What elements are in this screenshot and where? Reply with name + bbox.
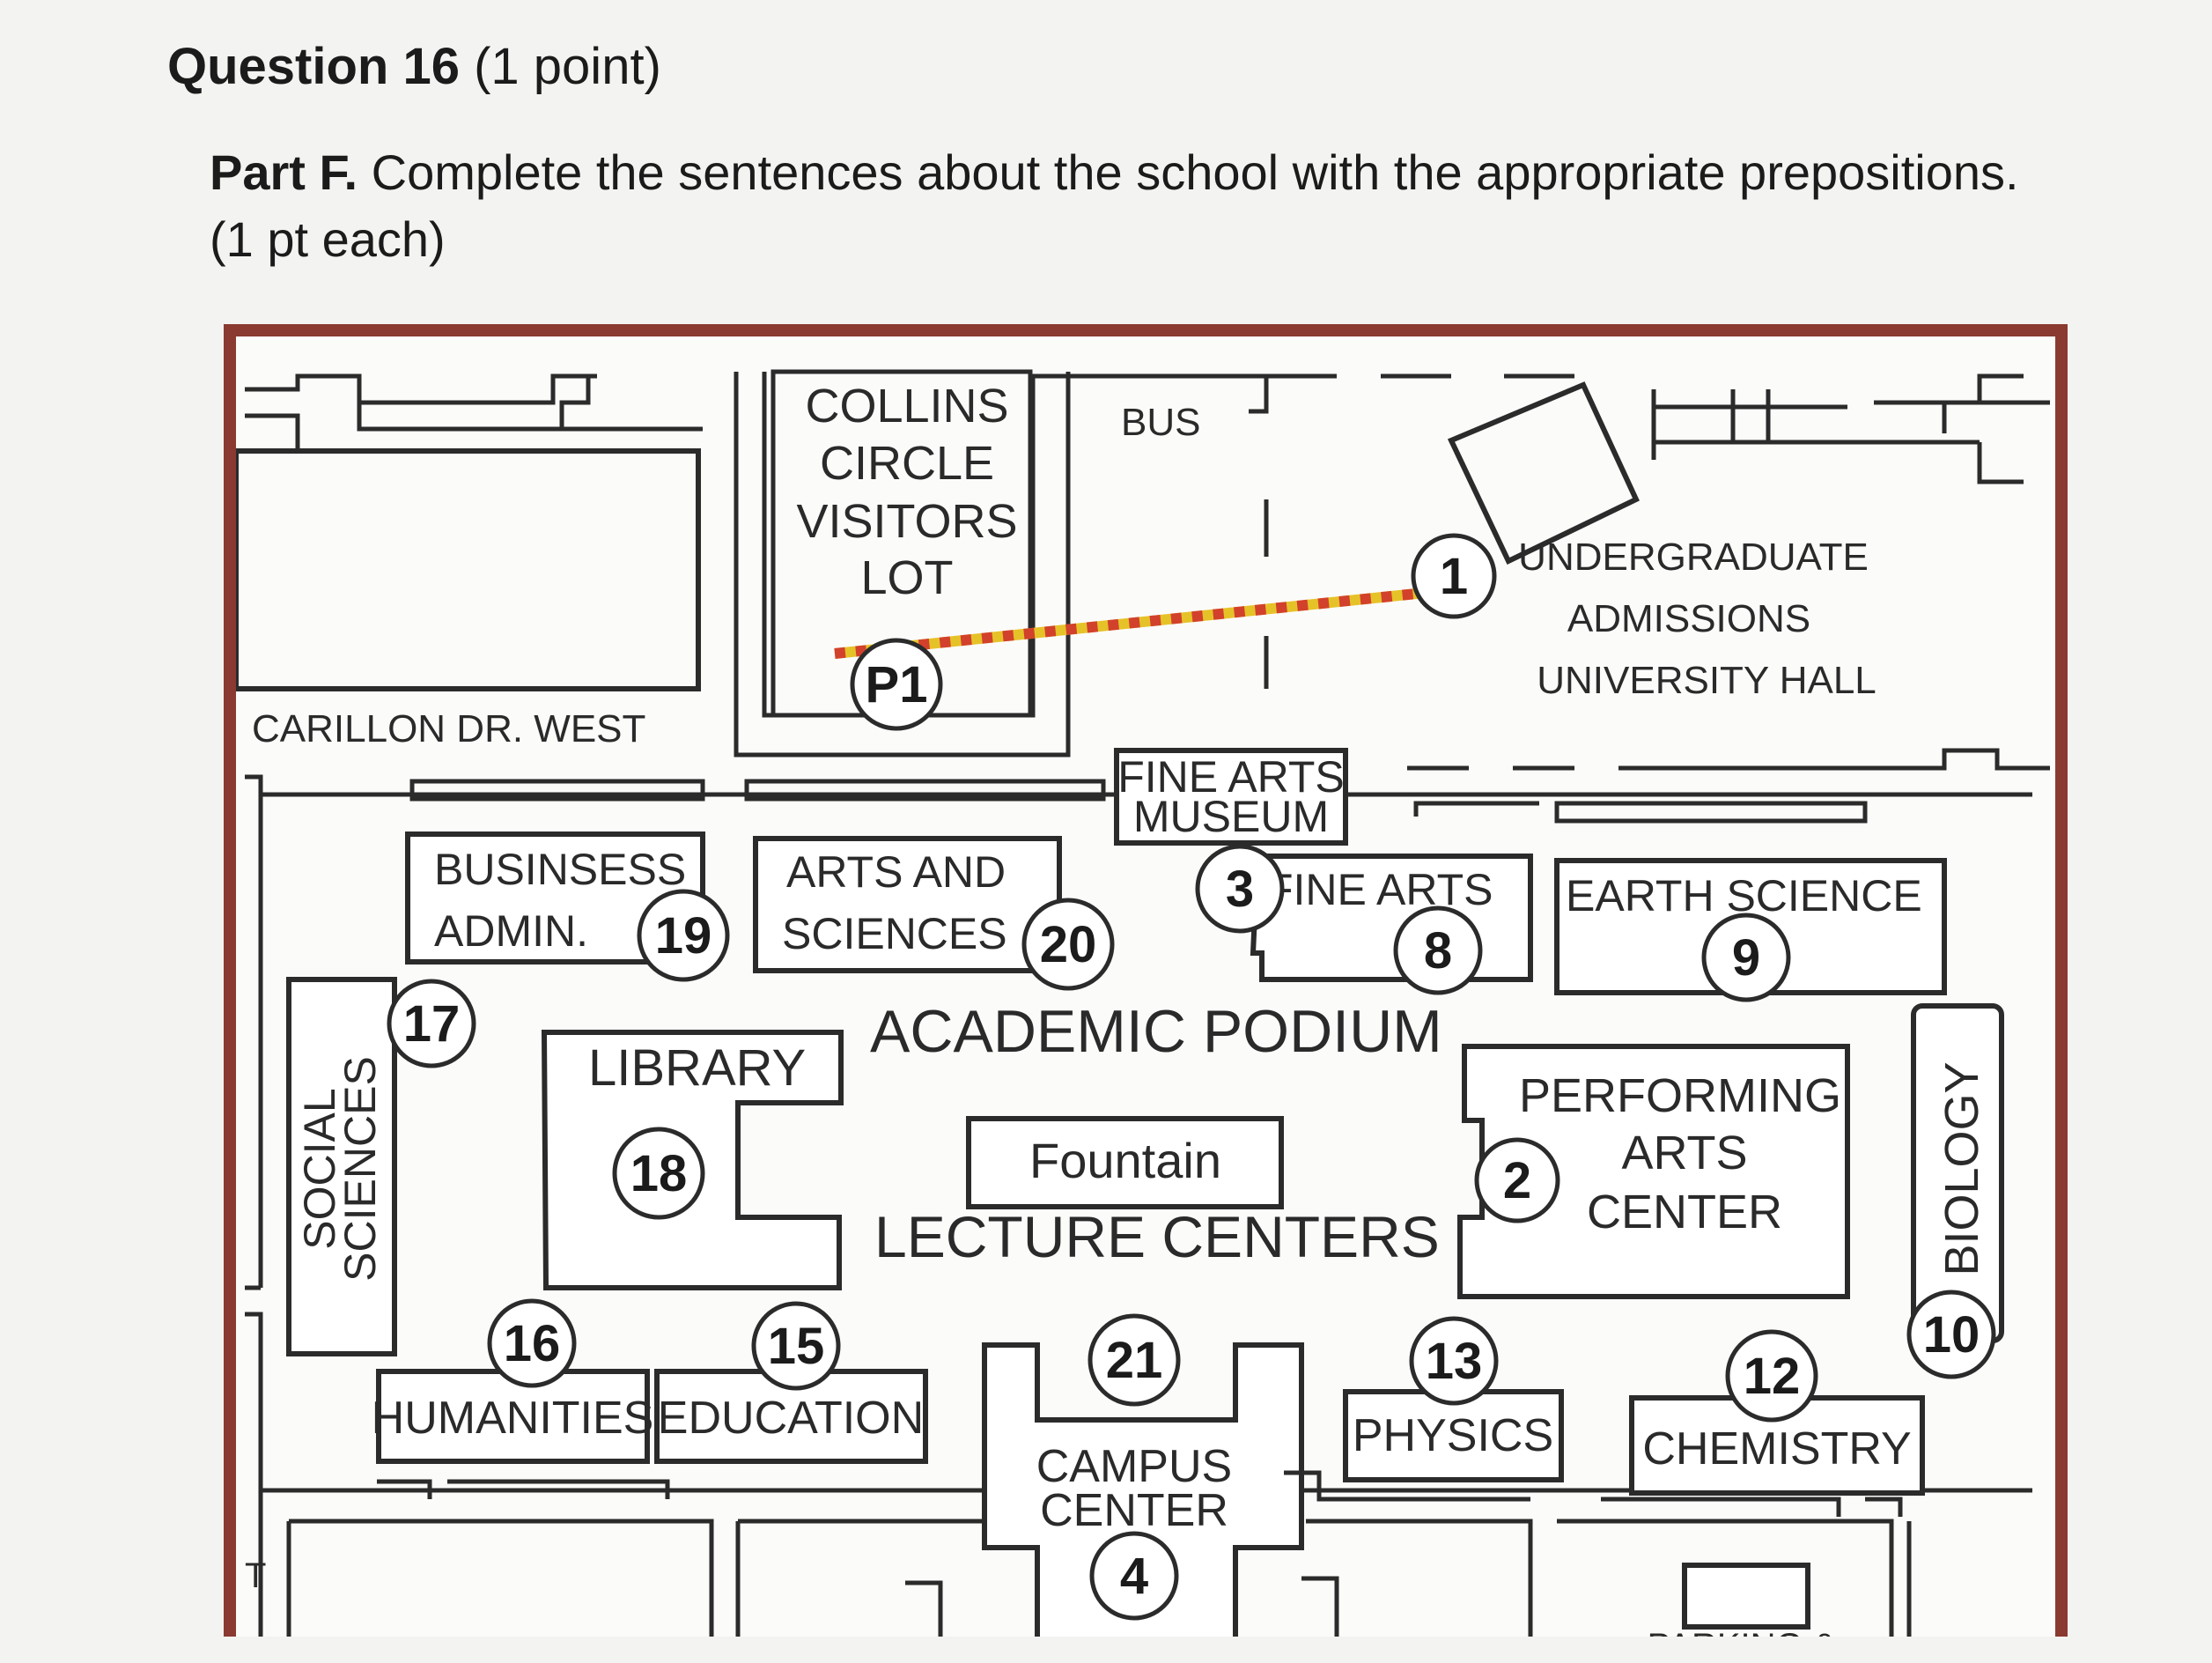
marker-3: [1195, 844, 1285, 934]
marker-17: [387, 979, 476, 1068]
label-physics: PHYSICS: [1353, 1410, 1553, 1461]
label-arts-2: SCIENCES: [782, 909, 1007, 958]
instruction-body: Complete the sentences about the school …: [371, 144, 2019, 200]
label-edge-t: T: [245, 1556, 266, 1595]
marker-8-label: 8: [1424, 922, 1452, 979]
label-earth-science: EARTH SCIENCE: [1566, 871, 1922, 920]
instruction-points: (1 pt each): [210, 211, 446, 267]
marker-18: [612, 1127, 705, 1220]
marker-10: [1906, 1290, 1996, 1379]
building-physics: [1343, 1389, 1564, 1482]
label-fountain: Fountain: [1029, 1133, 1221, 1188]
label-business-2: ADMIN.: [434, 906, 588, 956]
label-arts: ARTS: [1621, 1127, 1747, 1179]
marker-21-label: 21: [1106, 1332, 1163, 1389]
label-collins: COLLINS: [805, 380, 1008, 432]
question-number: Question 16: [167, 38, 460, 95]
label-lot: LOT: [860, 551, 953, 604]
road-dashes: [1407, 748, 2050, 824]
label-academic-podium: ACADEMIC PODIUM: [870, 998, 1442, 1065]
label-carillon: CARILLON DR. WEST: [252, 707, 645, 750]
campus-map-svg: COLLINS CIRCLE VISITORS LOT BUS UNDERGRA…: [236, 369, 2050, 1637]
label-chemistry: CHEMISTRY: [1642, 1423, 1911, 1475]
marker-15: [751, 1301, 841, 1391]
label-arts-1: ARTS AND: [786, 847, 1006, 897]
marker-16: [487, 1298, 577, 1388]
road-top-right: [1651, 373, 2050, 484]
label-performing: PERFORMING: [1519, 1069, 1841, 1122]
marker-4-label: 4: [1120, 1548, 1148, 1605]
marker-17-label: 17: [403, 995, 461, 1053]
marker-4: [1089, 1531, 1179, 1621]
marker-18-label: 18: [630, 1145, 688, 1202]
road-top-left: [245, 373, 703, 462]
label-bus: BUS: [1121, 401, 1200, 444]
marker-21: [1088, 1313, 1181, 1407]
marker-9: [1701, 913, 1791, 1002]
label-humanities: HUMANITIES: [372, 1393, 654, 1444]
building-fine-arts-museum: [1114, 748, 1348, 846]
label-admissions: ADMISSIONS: [1567, 597, 1810, 640]
building-arts-sciences: [753, 836, 1062, 973]
label-sciences: SCIENCES: [335, 1056, 385, 1282]
building-humanities: [376, 1369, 650, 1464]
marker-20: [1021, 898, 1115, 991]
label-university-hall: UNIVERSITY HALL: [1537, 659, 1877, 702]
marker-19-label: 19: [655, 907, 712, 965]
marker-3-label: 3: [1226, 861, 1254, 918]
label-campus: CAMPUS: [1036, 1441, 1232, 1492]
marker-12: [1725, 1329, 1818, 1423]
label-parking: PARKING &: [1648, 1627, 1837, 1637]
marker-p1: [850, 638, 943, 731]
question-points: (1 point): [474, 38, 661, 95]
label-education: EDUCATION: [658, 1393, 924, 1444]
label-museum-1: FINE ARTS: [1117, 752, 1344, 802]
question-title: Question 16 (1 point): [167, 37, 661, 96]
building-performing-arts: [1457, 1044, 1850, 1299]
label-business-1: BUSINSESS: [434, 845, 686, 894]
marker-2-label: 2: [1503, 1152, 1531, 1209]
marker-16-label: 16: [504, 1315, 561, 1372]
marker-9-label: 9: [1732, 929, 1760, 987]
road-strip-1: [409, 779, 1106, 802]
label-center: CENTER: [1587, 1186, 1782, 1238]
campus-map: COLLINS CIRCLE VISITORS LOT BUS UNDERGRA…: [224, 324, 2068, 1637]
marker-13: [1409, 1316, 1499, 1406]
marker-15-label: 15: [768, 1318, 825, 1375]
label-campus-center: CENTER: [1040, 1485, 1228, 1536]
marker-19: [637, 889, 730, 982]
undergrad-building: [1447, 381, 1640, 565]
label-museum-2: MUSEUM: [1133, 792, 1329, 841]
label-biology: BIOLOGY: [1936, 1061, 1988, 1275]
marker-8: [1393, 905, 1483, 995]
marker-13-label: 13: [1426, 1333, 1483, 1390]
road-left-vertical: [245, 774, 263, 1637]
label-circle: CIRCLE: [820, 437, 994, 490]
marker-10-label: 10: [1923, 1306, 1980, 1364]
marker-20-label: 20: [1040, 916, 1097, 973]
label-undergraduate: UNDERGRADUATE: [1518, 536, 1869, 579]
bottom-blocks: [286, 1470, 1912, 1637]
building-campus-center: [982, 1342, 1304, 1637]
marker-p1-label: P1: [866, 656, 928, 713]
label-library: LIBRARY: [588, 1039, 806, 1097]
instruction-text: Part F. Complete the sentences about the…: [210, 139, 2103, 273]
marker-1: [1411, 533, 1497, 619]
marker-2: [1474, 1137, 1560, 1223]
bus-area: [1029, 373, 1574, 689]
marker-12-label: 12: [1744, 1348, 1801, 1405]
part-label: Part F.: [210, 144, 358, 200]
label-lecture-centers: LECTURE CENTERS: [874, 1204, 1440, 1269]
label-visitors: VISITORS: [796, 495, 1017, 548]
label-fine-arts: FINE ARTS: [1266, 865, 1493, 914]
building-fountain: [966, 1116, 1284, 1209]
building-social-sciences: [286, 977, 397, 1356]
block-carillon: [236, 448, 701, 691]
label-social: SOCIAL: [295, 1088, 344, 1249]
parking-box: [1682, 1563, 1810, 1630]
marker-1-label: 1: [1440, 548, 1468, 605]
